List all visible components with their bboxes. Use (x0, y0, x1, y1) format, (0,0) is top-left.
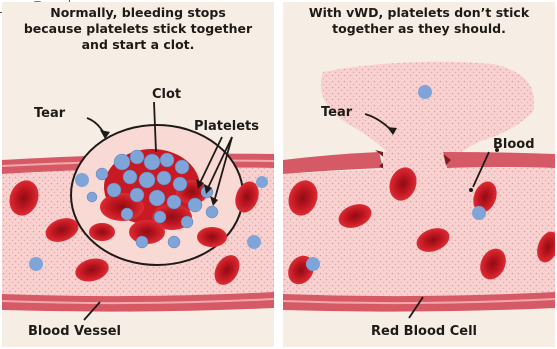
clot-label: Clot (152, 87, 181, 102)
normal-clotting-illustration (2, 2, 274, 347)
vwd-illustration (283, 2, 555, 347)
normal-clotting-caption: Normally, bleeding stops because platele… (2, 5, 274, 53)
tear-gap (383, 152, 447, 170)
tear-label: Tear (34, 106, 65, 121)
blood-vessel-label: Blood Vessel (28, 324, 121, 339)
vwd-caption: With vWD, platelets don’t stick together… (283, 5, 555, 37)
vwd-panel: With vWD, platelets don’t stick together… (283, 2, 555, 347)
blood-label: Blood (493, 137, 535, 152)
upper-vessel-wall-right (443, 152, 555, 168)
normal-clotting-panel: Normally, bleeding stops because platele… (2, 2, 274, 347)
platelets-label: Platelets (194, 119, 259, 134)
blood-plasma (283, 168, 555, 296)
tear-label: Tear (321, 105, 352, 120)
red-blood-cell-label: Red Blood Cell (371, 324, 477, 339)
